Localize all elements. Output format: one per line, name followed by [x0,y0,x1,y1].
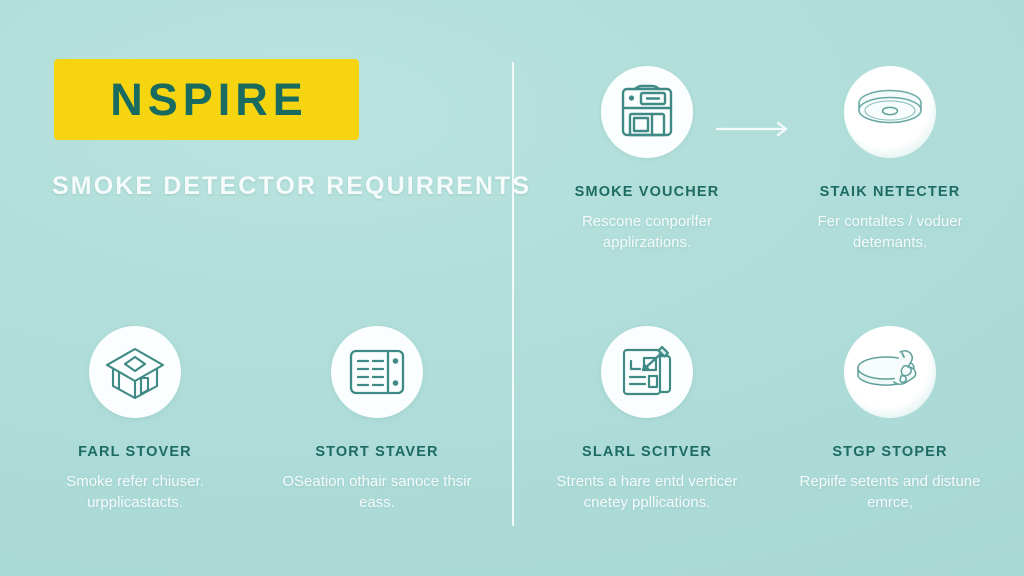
item-title: SLARL SCITVER [582,444,712,460]
item-farl-stover[interactable]: FARL STOVER Smoke refer chiuser. urpplic… [20,326,250,514]
item-title: STORT STAVER [315,444,439,460]
detector-disc-hand-icon [857,349,917,386]
vertical-divider [512,62,514,526]
nspire-badge: NSPIRE [54,59,359,140]
item-description: Strents a hare entd verticer cnetey ppll… [556,473,738,512]
item-title: STGP STOPER [832,444,948,460]
item-title: FARL STOVER [78,444,192,460]
item-stort-staver[interactable]: STORT STAVER OSeation othair sanoce thsi… [262,326,492,514]
icon-circle [844,326,936,418]
item-description: Repiife setents and distune emrce, [799,473,981,512]
item-description: Fer contaltes / voduer detemants, [817,213,963,252]
item-title: SMOKE VOUCHER [574,184,720,200]
item-title: STAIK NETECTER [819,184,961,200]
item-description: Rescone conporlfer applirzations. [581,213,713,252]
icon-circle [89,326,181,418]
checklist-pen-icon [622,345,672,396]
icon-circle [331,326,423,418]
arrow-right-icon [716,121,788,137]
house-building-icon [105,347,165,400]
page-title: SMOKE DETECTOR REQUIRRENTS [52,172,532,200]
icon-circle [601,326,693,418]
nspire-badge-label: NSPIRE [110,74,308,125]
item-description: OSeation othair sanoce thsir eass. [282,473,472,512]
item-stgp-stoper[interactable]: STGP STOPER Repiife setents and distune … [775,326,1005,514]
list-register-icon [349,349,405,395]
item-staik-netecter[interactable]: STAIK NETECTER Fer contaltes / voduer de… [775,66,1005,254]
icon-circle [601,66,693,158]
icon-circle [844,66,936,158]
item-slarl-scitver[interactable]: SLARL SCITVER Strents a hare entd vertic… [532,326,762,514]
item-smoke-voucher[interactable]: SMOKE VOUCHER Rescone conporlfer applirz… [532,66,762,254]
storefront-appliance-icon [621,84,673,137]
item-description: Smoke refer chiuser. urpplicastacts. [66,473,204,512]
smoke-detector-dome-icon [858,89,922,124]
